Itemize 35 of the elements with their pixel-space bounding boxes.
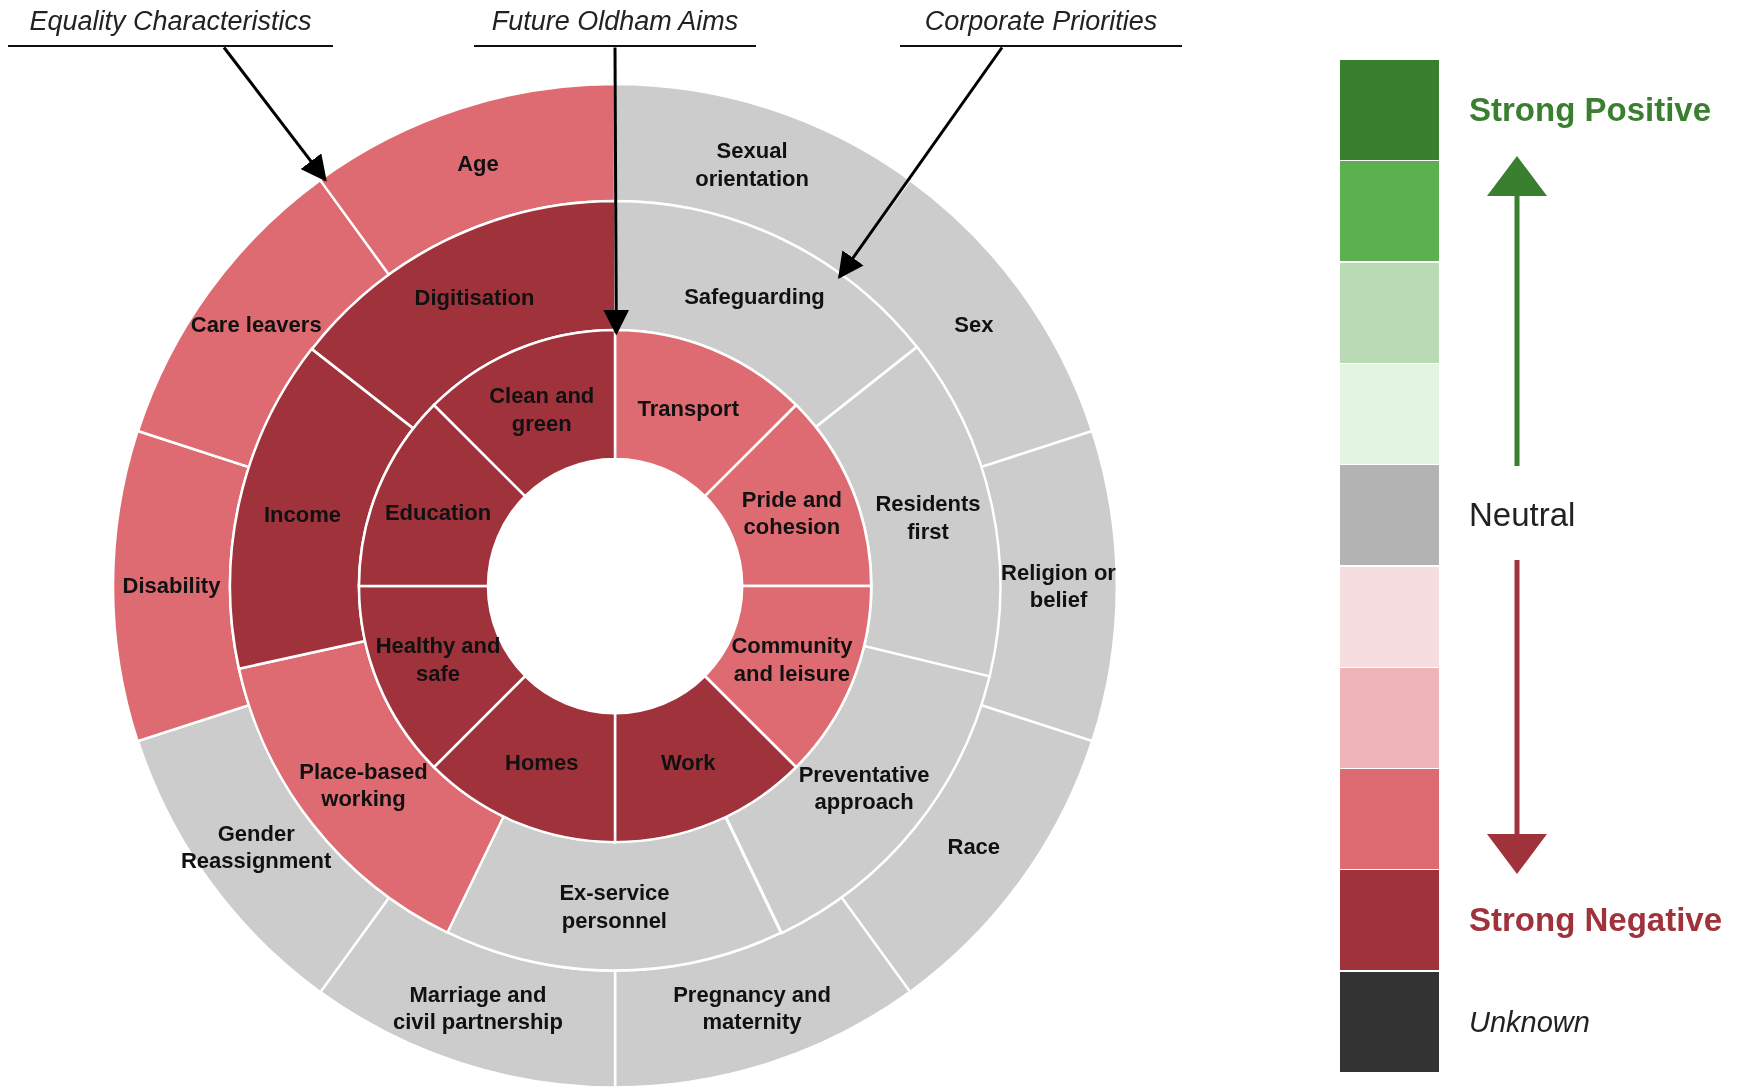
legend-label: Strong Positive [1469, 91, 1712, 129]
leader-line [838, 46, 1004, 280]
segment-label: Clean and green [488, 381, 596, 437]
section-heading: Corporate Priorities [900, 6, 1182, 47]
segment-label: Marriage and civil partnership [391, 980, 564, 1036]
leader-line [603, 47, 630, 336]
segment-label: Healthy and safe [374, 631, 502, 687]
section-heading: Future Oldham Aims [474, 6, 756, 47]
segment-label: Disability [122, 572, 221, 600]
segment-label: Education [384, 498, 492, 527]
leader-line [222, 46, 327, 182]
segment-label: Community and leisure [730, 631, 854, 687]
segment-label: Religion or belief [1000, 558, 1117, 614]
segment-label: Transport [637, 395, 739, 423]
segment-label: Residents first [874, 489, 982, 545]
segment-label: Work [661, 749, 716, 777]
segment-label: Homes [505, 749, 579, 777]
segment-label: Digitisation [414, 284, 535, 312]
legend-label: Unknown [1469, 1005, 1590, 1039]
section-heading: Equality Characteristics [8, 6, 333, 47]
segment-label: Pregnancy and maternity [672, 980, 832, 1036]
segment-label: Safeguarding [684, 283, 825, 312]
legend-label: Strong Negative [1469, 901, 1723, 940]
segment-label: Place-based working [298, 757, 429, 813]
legend-label: Neutral [1469, 496, 1576, 535]
segment-label: Sex [954, 311, 994, 340]
segment-label: Income [263, 501, 341, 529]
segment-label: Gender Reassignment [180, 819, 333, 875]
segment-label: Ex-service personnel [558, 879, 671, 934]
segment-label: Pride and cohesion [740, 485, 844, 541]
segment-label: Care leavers [190, 311, 322, 340]
segment-label: Sexual orientation [694, 136, 810, 192]
segment-label: Race [947, 832, 1001, 861]
segment-label: Age [457, 150, 499, 178]
segment-label: Preventative approach [797, 760, 931, 816]
